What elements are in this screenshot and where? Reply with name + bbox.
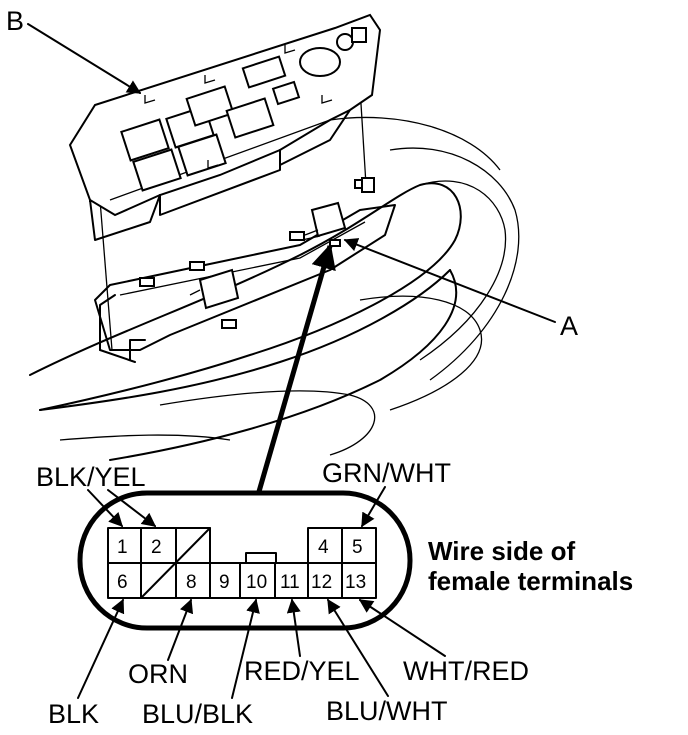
terminal-6: 6	[117, 572, 128, 593]
connector-face: 1 2 4 5 6 8 9 10 11 12 13	[77, 490, 413, 631]
terminal-5: 5	[352, 537, 363, 558]
terminal-10: 10	[246, 572, 267, 593]
terminal-11: 11	[280, 572, 300, 593]
wire-label-blu-blk: BLU/BLK	[142, 699, 253, 729]
wire-label-blk-yel: BLK/YEL	[36, 462, 146, 492]
callout-a-label: A	[560, 311, 578, 341]
base-connector-left	[189, 268, 240, 310]
wire-labels: BLK/YEL GRN/WHT BLK ORN BLU/BLK RED/YEL …	[36, 458, 529, 729]
terminal-4: 4	[318, 537, 329, 558]
connector-a	[301, 201, 347, 247]
terminal-9: 9	[219, 572, 230, 593]
wire-label-blu-wht: BLU/WHT	[326, 696, 448, 726]
callout-a: A	[343, 238, 578, 341]
terminal-2: 2	[151, 537, 162, 558]
connector-pointer-arrow	[255, 243, 336, 496]
master-switch-panel	[68, 13, 382, 241]
callout-b-label: B	[6, 6, 24, 36]
wire-label-grn-wht: GRN/WHT	[322, 458, 451, 488]
terminal-1: 1	[117, 537, 128, 558]
connector-description-line2: female terminals	[428, 566, 633, 596]
wire-label-wht-red: WHT/RED	[403, 656, 529, 686]
wire-label-blk: BLK	[48, 699, 99, 729]
wire-label-red-yel: RED/YEL	[244, 656, 360, 686]
wire-label-orn: ORN	[128, 659, 188, 689]
callout-b: B	[6, 6, 142, 94]
terminal-12: 12	[311, 572, 332, 593]
door-armrest-illustration	[29, 54, 520, 461]
terminal-8: 8	[186, 572, 197, 593]
terminal-13: 13	[345, 572, 366, 593]
connector-description-line1: Wire side of	[428, 536, 575, 566]
